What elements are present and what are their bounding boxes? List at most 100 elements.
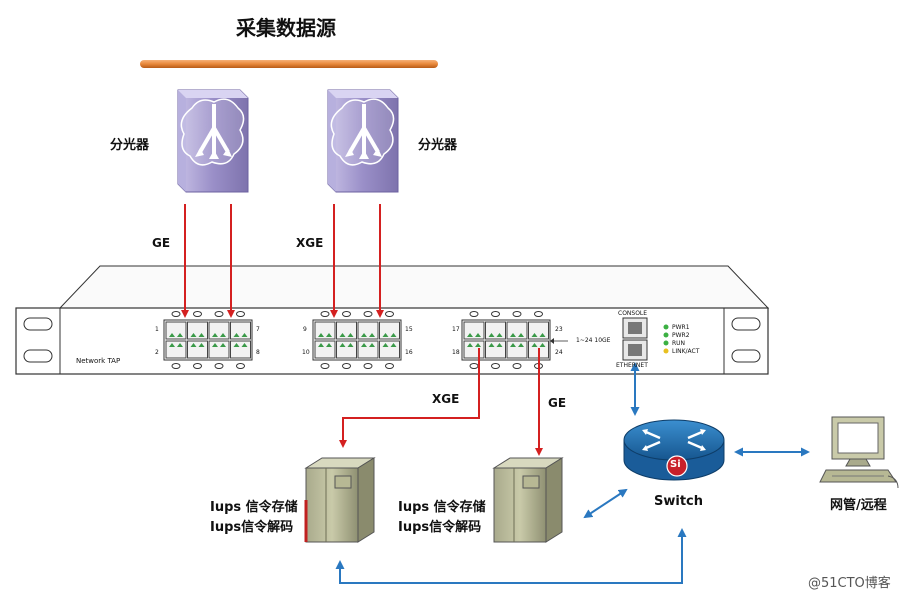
port-latch bbox=[320, 363, 330, 369]
led-run bbox=[663, 340, 669, 346]
port-latch bbox=[320, 311, 330, 317]
port-latch bbox=[385, 311, 394, 317]
server-1-icon bbox=[304, 457, 376, 543]
sfp-port bbox=[506, 321, 528, 340]
sfp-port bbox=[463, 340, 485, 359]
port-latch bbox=[491, 363, 500, 369]
splitter-1-label: 分光器 bbox=[110, 138, 150, 153]
switch-label: Switch bbox=[654, 494, 704, 509]
sfp-port bbox=[230, 340, 251, 359]
sfp-port bbox=[463, 321, 485, 340]
sfp-port bbox=[357, 340, 379, 359]
server-2-label-line1: Iups 信令存储 bbox=[398, 500, 486, 515]
console-port bbox=[622, 317, 648, 339]
sfp-port bbox=[485, 340, 506, 359]
led-label-pwr1: PWR1 bbox=[672, 324, 690, 331]
port-latch bbox=[193, 363, 202, 369]
sfp-port bbox=[528, 321, 549, 340]
port-latch bbox=[534, 311, 543, 317]
sfp-port bbox=[379, 321, 400, 340]
link-label-ge-bottom: GE bbox=[548, 396, 567, 410]
port-latch bbox=[363, 311, 373, 317]
rack-slot-right-bottom bbox=[731, 349, 761, 363]
server-2-icon bbox=[492, 457, 564, 543]
sfp-port bbox=[357, 321, 379, 340]
splitter-2-label: 分光器 bbox=[418, 138, 458, 153]
link-label-ge-top: GE bbox=[152, 236, 171, 250]
sfp-port bbox=[187, 340, 208, 359]
led-pwr2 bbox=[663, 332, 669, 338]
sfp-port bbox=[336, 340, 357, 359]
rack-slot-left-top bbox=[23, 317, 53, 331]
sfp-port bbox=[165, 321, 187, 340]
sfp-port bbox=[208, 340, 230, 359]
rack-slot-left-bottom bbox=[23, 349, 53, 363]
sfp-port-group-3 bbox=[461, 311, 551, 369]
console-label: CONSOLE bbox=[618, 310, 648, 317]
diagram-title: 采集数据源 bbox=[236, 16, 336, 40]
port-latch bbox=[171, 311, 181, 317]
sfp-port bbox=[506, 340, 528, 359]
port-latch bbox=[171, 363, 181, 369]
sfp-port bbox=[187, 321, 208, 340]
ethernet-label: ETHERNET bbox=[616, 362, 648, 369]
port-latch bbox=[236, 363, 245, 369]
port-latch bbox=[236, 311, 245, 317]
port-latch bbox=[342, 363, 351, 369]
blue-link-server2-switch bbox=[583, 488, 628, 519]
port-num-8: 8 bbox=[256, 349, 260, 356]
port-latch bbox=[512, 363, 522, 369]
splitter-2-icon bbox=[327, 89, 399, 193]
port-latch bbox=[491, 311, 500, 317]
server-2-label-line2: Iups信令解码 bbox=[398, 520, 482, 535]
splitter-1-icon bbox=[177, 89, 249, 193]
led-label-linkact: LINK/ACT bbox=[672, 348, 700, 355]
port-latch bbox=[363, 363, 373, 369]
sfp-port bbox=[379, 340, 400, 359]
led-pwr1 bbox=[663, 324, 669, 330]
source-bar bbox=[140, 60, 438, 68]
port-num-2: 2 bbox=[155, 349, 159, 356]
sfp-port bbox=[230, 321, 251, 340]
server-1-label-line2: Iups信令解码 bbox=[210, 520, 294, 535]
port-num-1: 1 bbox=[155, 326, 159, 333]
sfp-port bbox=[314, 321, 336, 340]
sfp-port-group-2 bbox=[312, 311, 402, 369]
watermark: @51CTO博客 bbox=[808, 576, 891, 591]
switch-icon bbox=[623, 419, 725, 481]
sfp-port bbox=[314, 340, 336, 359]
port-latch bbox=[469, 311, 479, 317]
ethernet-port bbox=[622, 339, 648, 361]
led-label-pwr2: PWR2 bbox=[672, 332, 690, 339]
link-label-xge-bottom: XGE bbox=[432, 392, 460, 406]
red-link-xge-out bbox=[339, 348, 480, 448]
port-latch bbox=[214, 363, 224, 369]
rack-slot-right-top bbox=[731, 317, 761, 331]
led-linkact bbox=[663, 348, 669, 354]
pc-label: 网管/远程 bbox=[830, 498, 887, 513]
switch-logo-badge bbox=[666, 455, 688, 477]
port-latch bbox=[193, 311, 202, 317]
port-num-9: 9 bbox=[303, 326, 307, 333]
port-num-24: 24 bbox=[555, 349, 563, 356]
port-latch bbox=[385, 363, 394, 369]
speed-note: 1~24 10GE bbox=[576, 337, 611, 344]
port-latch bbox=[469, 363, 479, 369]
port-latch bbox=[512, 311, 522, 317]
port-num-18: 18 bbox=[452, 349, 460, 356]
port-latch bbox=[342, 311, 351, 317]
blue-link-server1-switch bbox=[335, 528, 687, 584]
sfp-port bbox=[208, 321, 230, 340]
sfp-port bbox=[485, 321, 506, 340]
port-num-17: 17 bbox=[452, 326, 460, 333]
link-label-xge-top: XGE bbox=[296, 236, 324, 250]
switch-logo-text: Si bbox=[670, 459, 681, 470]
sfp-port bbox=[336, 321, 357, 340]
port-num-10: 10 bbox=[302, 349, 310, 356]
port-num-16: 16 bbox=[405, 349, 413, 356]
port-latch bbox=[214, 311, 224, 317]
sfp-port-group-1 bbox=[163, 311, 253, 369]
tap-name: Network TAP bbox=[76, 357, 121, 365]
sfp-port bbox=[165, 340, 187, 359]
